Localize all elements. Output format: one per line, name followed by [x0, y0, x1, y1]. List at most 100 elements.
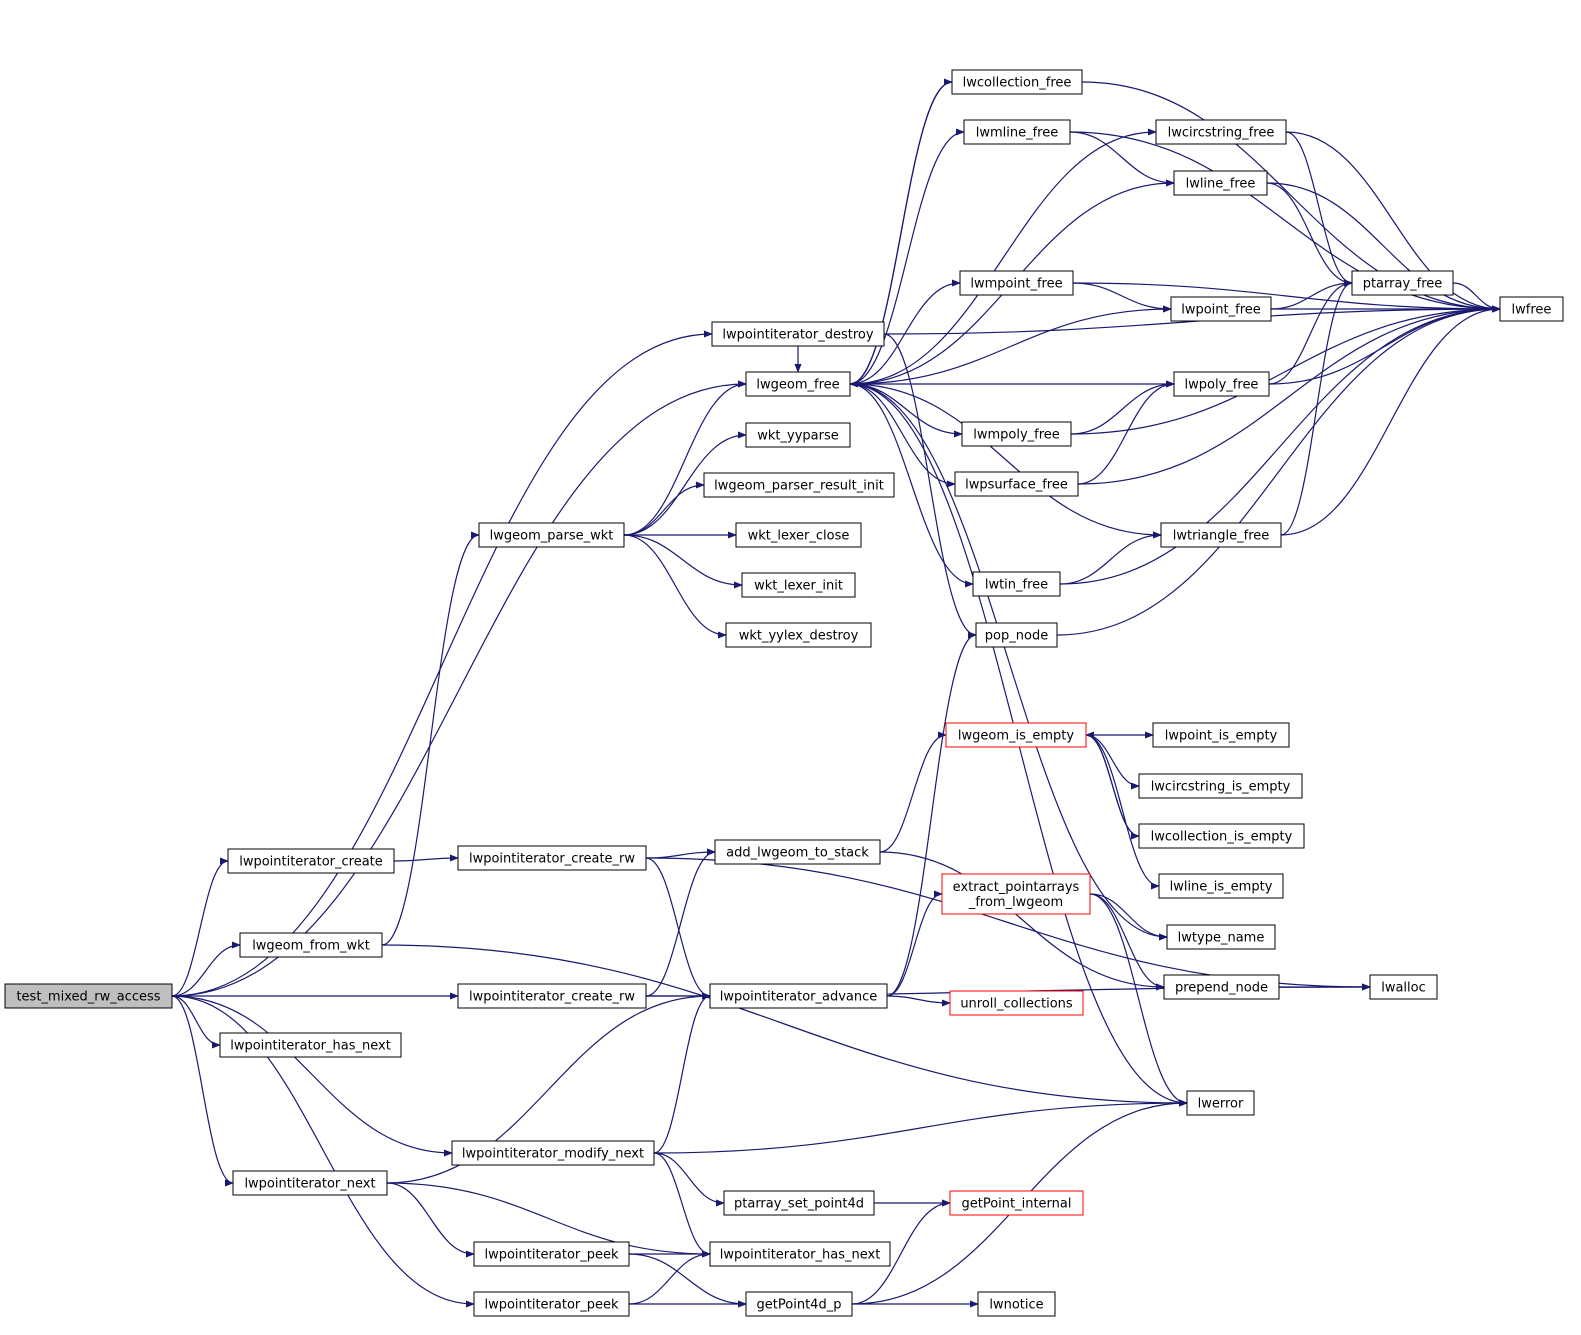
node-ptarray-set-point4d[interactable]: ptarray_set_point4d: [723, 1190, 875, 1216]
node-box: [1138, 823, 1305, 849]
node-lwmpoly-free[interactable]: lwmpoly_free: [961, 421, 1072, 447]
node-test-mixed-rw-access[interactable]: test_mixed_rw_access: [4, 983, 173, 1009]
node-box: [1170, 296, 1272, 322]
edge-lwpointiterator_create_rw_a-to-lwpointiterator_advance: [645, 857, 711, 1000]
edge-lwgeom_free-to-lwtype_name: [849, 383, 1168, 941]
node-label: lwfree: [1512, 303, 1552, 318]
edge-lwgeom_free-to-lwpoint_free: [849, 305, 1172, 385]
node-lwpointiterator-create-rw-a[interactable]: lwpointiterator_create_rw: [457, 845, 647, 871]
node-wkt-lexer-close[interactable]: wkt_lexer_close: [735, 522, 862, 548]
node-label: lwtype_name: [1178, 931, 1265, 946]
node-lwcircstring-free[interactable]: lwcircstring_free: [1155, 119, 1287, 145]
edge-lwmpoint_free-to-lwfree: [1072, 282, 1501, 313]
node-lwalloc[interactable]: lwalloc: [1369, 974, 1438, 1000]
node-lwcollection-is-empty[interactable]: lwcollection_is_empty: [1138, 823, 1305, 849]
node-pop-node[interactable]: pop_node: [975, 622, 1058, 648]
edge-lwpointiterator_peek_b-to-lwpointiterator_has_next_b: [628, 1250, 711, 1305]
node-label: lwpointiterator_modify_next: [462, 1147, 644, 1162]
node-label: lwpoint_is_empty: [1165, 729, 1278, 744]
node-lwcollection-free[interactable]: lwcollection_free: [951, 69, 1083, 95]
node-lwpointiterator-peek-a[interactable]: lwpointiterator_peek: [473, 1241, 630, 1267]
node-lwerror[interactable]: lwerror: [1186, 1090, 1255, 1116]
node-box: [951, 69, 1083, 95]
node-wkt-yyparse[interactable]: wkt_yyparse: [745, 422, 851, 448]
edge-extract_pointarrays-to-prepend_node: [1089, 893, 1165, 991]
node-lwgeom-from-wkt[interactable]: lwgeom_from_wkt: [239, 932, 383, 958]
node-lwpointiterator-destroy[interactable]: lwpointiterator_destroy: [711, 321, 885, 347]
edge-ptarray_free-to-lwfree: [1452, 282, 1501, 313]
node-lwline-is-empty[interactable]: lwline_is_empty: [1158, 873, 1284, 899]
edge-lwpoint_free-to-ptarray_free: [1270, 279, 1353, 310]
edge-lwpointiterator_next-to-lwpointiterator_advance: [386, 992, 711, 1184]
node-lwtype-name[interactable]: lwtype_name: [1166, 924, 1276, 950]
node-lwpoint-free[interactable]: lwpoint_free: [1170, 296, 1272, 322]
node-label: lwgeom_parse_wkt: [490, 529, 614, 544]
node-lwnotice[interactable]: lwnotice: [977, 1291, 1056, 1317]
node-lwfree[interactable]: lwfree: [1499, 296, 1564, 322]
node-box: [745, 371, 851, 397]
node-lwpoint-is-empty[interactable]: lwpoint_is_empty: [1152, 722, 1290, 748]
node-lwpointiterator-modify-next[interactable]: lwpointiterator_modify_next: [451, 1140, 655, 1166]
edge-lwcircstring_free-to-lwfree: [1285, 131, 1501, 313]
node-unroll-collections[interactable]: unroll_collections: [949, 990, 1084, 1016]
node-lwtriangle-free[interactable]: lwtriangle_free: [1160, 522, 1282, 548]
node-extract-pointarrays[interactable]: extract_pointarrays_from_lwgeom: [941, 873, 1091, 915]
node-lwgeom-parse-wkt[interactable]: lwgeom_parse_wkt: [478, 522, 625, 548]
node-add-lwgeom-to-stack[interactable]: add_lwgeom_to_stack: [714, 839, 881, 865]
node-label: wkt_yyparse: [757, 429, 838, 444]
node-label: lwgeom_free: [756, 378, 839, 393]
edge-lwpoly_free-to-ptarray_free: [1268, 279, 1353, 385]
edge-lwpointiterator_modify_next-to-ptarray_set_point4d: [653, 1152, 725, 1207]
node-label: lwpointiterator_destroy: [722, 328, 873, 343]
node-wkt-lexer-init[interactable]: wkt_lexer_init: [741, 572, 856, 598]
node-box: [457, 983, 647, 1009]
node-lwpointiterator-has-next-a[interactable]: lwpointiterator_has_next: [219, 1032, 402, 1058]
node-lwmline-free[interactable]: lwmline_free: [963, 119, 1071, 145]
node-lwpointiterator-advance[interactable]: lwpointiterator_advance: [709, 983, 888, 1009]
node-lwpointiterator-create[interactable]: lwpointiterator_create: [227, 848, 395, 874]
node-lwpointiterator-next[interactable]: lwpointiterator_next: [232, 1170, 388, 1196]
node-prepend-node[interactable]: prepend_node: [1163, 974, 1280, 1000]
node-lwmpoint-free[interactable]: lwmpoint_free: [959, 270, 1074, 296]
node-lwgeom-free[interactable]: lwgeom_free: [745, 371, 851, 397]
node-label: getPoint_internal: [961, 1197, 1071, 1212]
node-box: [735, 522, 862, 548]
edge-lwpointiterator_peek_a-to-getPoint4d_p: [628, 1253, 747, 1308]
edge-lwpointiterator_modify_next-to-lwpointiterator_has_next_b: [653, 1152, 711, 1258]
edge-test_mixed_rw_access-to-lwpointiterator_next: [171, 995, 234, 1187]
node-box: [1138, 773, 1303, 799]
node-lwpointiterator-create-rw-b[interactable]: lwpointiterator_create_rw: [457, 983, 647, 1009]
node-label: getPoint4d_p: [757, 1298, 842, 1313]
node-box: [945, 722, 1087, 748]
node-label: lwnotice: [989, 1298, 1043, 1313]
node-box: [473, 1241, 630, 1267]
node-lwgeom-parser-result-init[interactable]: lwgeom_parser_result_init: [703, 472, 895, 498]
node-label: lwgeom_from_wkt: [252, 939, 370, 954]
edge-pop_node-to-lwfree: [1056, 305, 1501, 636]
node-label: wkt_lexer_init: [754, 579, 843, 594]
node-lwpointiterator-has-next-b[interactable]: lwpointiterator_has_next: [709, 1241, 891, 1267]
node-lwpsurface-free[interactable]: lwpsurface_free: [954, 471, 1079, 497]
node-lwcircstring-is-empty[interactable]: lwcircstring_is_empty: [1138, 773, 1303, 799]
node-label: lwcollection_is_empty: [1151, 830, 1293, 845]
node-lwpoly-free[interactable]: lwpoly_free: [1173, 371, 1270, 397]
node-lwpointiterator-peek-b[interactable]: lwpointiterator_peek: [473, 1291, 630, 1317]
node-lwline-free[interactable]: lwline_free: [1173, 170, 1268, 196]
edge-lwgeom_parse_wkt-to-wkt_yylex_destroy: [623, 534, 727, 639]
node-lwgeom-is-empty[interactable]: lwgeom_is_empty: [945, 722, 1087, 748]
node-getPoint-internal[interactable]: getPoint_internal: [949, 1190, 1084, 1216]
node-box: [1152, 722, 1290, 748]
node-getPoint4d-p[interactable]: getPoint4d_p: [745, 1291, 853, 1317]
edge-lwgeom_from_wkt-to-lwgeom_parse_wkt: [381, 531, 480, 946]
node-ptarray-free[interactable]: ptarray_free: [1351, 270, 1454, 296]
node-box: [1369, 974, 1438, 1000]
node-label: lwerror: [1198, 1097, 1244, 1112]
edge-lwpoly_free-to-lwfree: [1268, 305, 1501, 385]
node-label: wkt_lexer_close: [748, 529, 850, 544]
node-label: lwgeom_is_empty: [958, 729, 1075, 744]
edge-extract_pointarrays-to-lwtype_name: [1089, 893, 1168, 941]
node-lwtin-free[interactable]: lwtin_free: [972, 571, 1061, 597]
edge-lwgeom_free-to-lwtin_free: [849, 383, 974, 588]
node-wkt-yylex-destroy[interactable]: wkt_yylex_destroy: [725, 622, 872, 648]
